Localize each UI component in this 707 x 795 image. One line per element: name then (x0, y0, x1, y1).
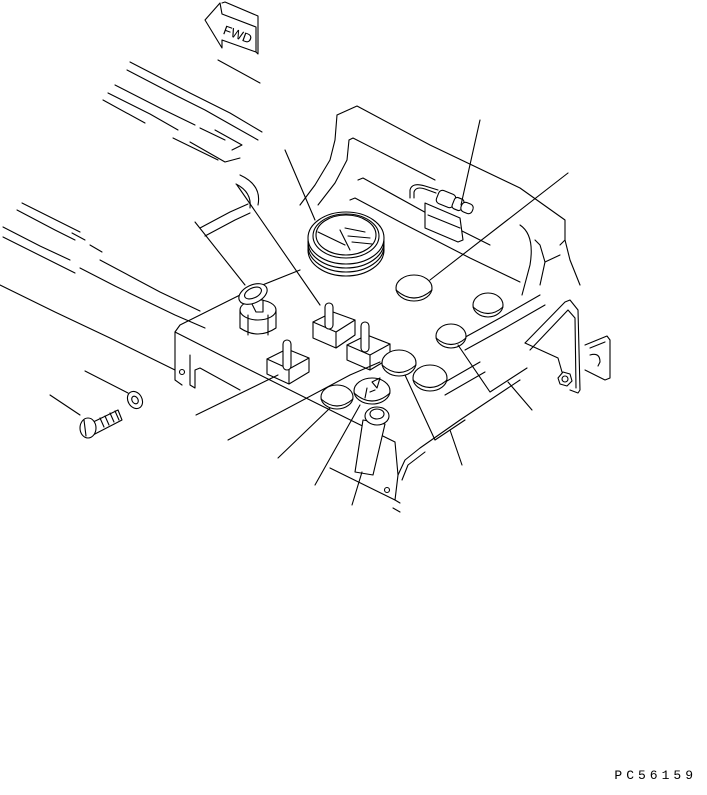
frame-rails (0, 59, 263, 371)
nut-icon (557, 371, 573, 387)
forward-arrow-icon: FWD (204, 1, 259, 55)
lamp-cap-icon (412, 364, 448, 392)
bolt-icon (79, 409, 123, 439)
lamp-cap-icon (395, 274, 433, 302)
console-body (174, 105, 581, 513)
lamp-cap-icon (472, 292, 504, 318)
lamp-cap-icon (435, 323, 467, 349)
washer-icon (126, 390, 144, 410)
connector-plug-icon (409, 184, 474, 243)
fwd-label: FWD (221, 22, 254, 46)
leader-lines (49, 119, 569, 506)
push-button-icon (353, 377, 391, 476)
toggle-switch-icon (312, 302, 356, 349)
lamp-cap-icon (320, 384, 354, 410)
lamp-cap-icon (381, 349, 417, 377)
key-switch-icon (238, 283, 277, 336)
drawing-number: PC56159 (614, 768, 697, 783)
gauge-icon (307, 211, 385, 277)
mounting-bracket (524, 299, 611, 394)
toggle-switch-icon (346, 321, 391, 371)
